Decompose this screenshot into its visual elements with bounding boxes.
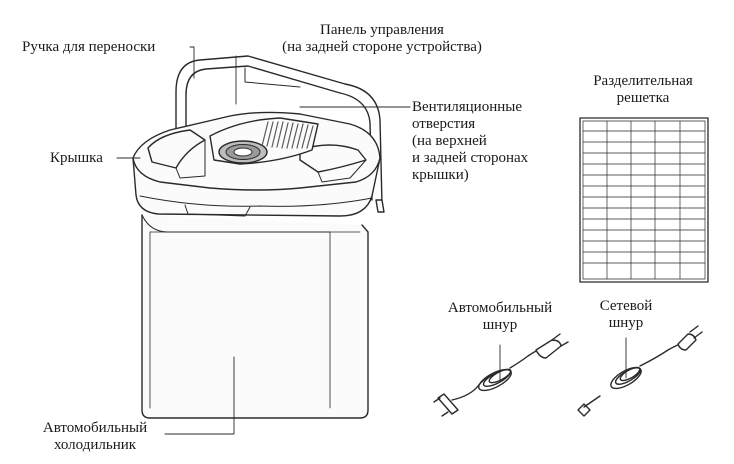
label-refrigerator-line1: Автомобильный	[42, 420, 148, 436]
label-car-cord: Автомобильный шнур	[430, 300, 570, 334]
divider-grid	[579, 117, 709, 283]
leader-lines	[116, 46, 627, 435]
label-mains-cord-line1: Сетевой	[599, 298, 653, 314]
label-handle: Ручка для переноски	[22, 39, 156, 55]
label-vents-line1: Вентиляционные	[412, 99, 523, 115]
label-car-cord-line2: шнур	[482, 317, 518, 333]
label-car-cord-line1: Автомобильный	[447, 300, 553, 316]
mains-cord	[577, 325, 703, 417]
carrying-handle	[175, 55, 385, 213]
label-refrigerator: Автомобильный холодильник	[20, 420, 170, 454]
label-mains-cord: Сетевой шнур	[586, 298, 666, 332]
label-vents: Вентиляционные отверстия (на верхней и з…	[412, 99, 528, 184]
fan-grille	[218, 140, 268, 164]
label-mains-cord-line2: шнур	[608, 315, 644, 331]
label-vents-line2: отверстия	[412, 116, 476, 132]
label-divider-line1: Разделительная	[593, 73, 693, 89]
label-vents-line4: и задней сторонах	[412, 150, 529, 166]
vent-slots	[261, 121, 314, 149]
refrigerator-body	[141, 214, 369, 419]
label-divider-line2: решетка	[616, 90, 670, 106]
label-divider: Разделительная решетка	[568, 73, 718, 107]
label-vents-line5: крышки)	[412, 167, 469, 183]
label-control-panel-line1: Панель управления	[320, 22, 444, 38]
car-cord	[433, 333, 569, 417]
label-refrigerator-line2: холодильник	[53, 437, 137, 453]
lid	[132, 111, 381, 217]
label-vents-line3: (на верхней	[412, 133, 487, 149]
label-lid: Крышка	[50, 150, 103, 166]
label-control-panel-line2: (на задней стороне устройства)	[282, 39, 482, 55]
label-control-panel: Панель управления (на задней стороне уст…	[262, 22, 502, 56]
